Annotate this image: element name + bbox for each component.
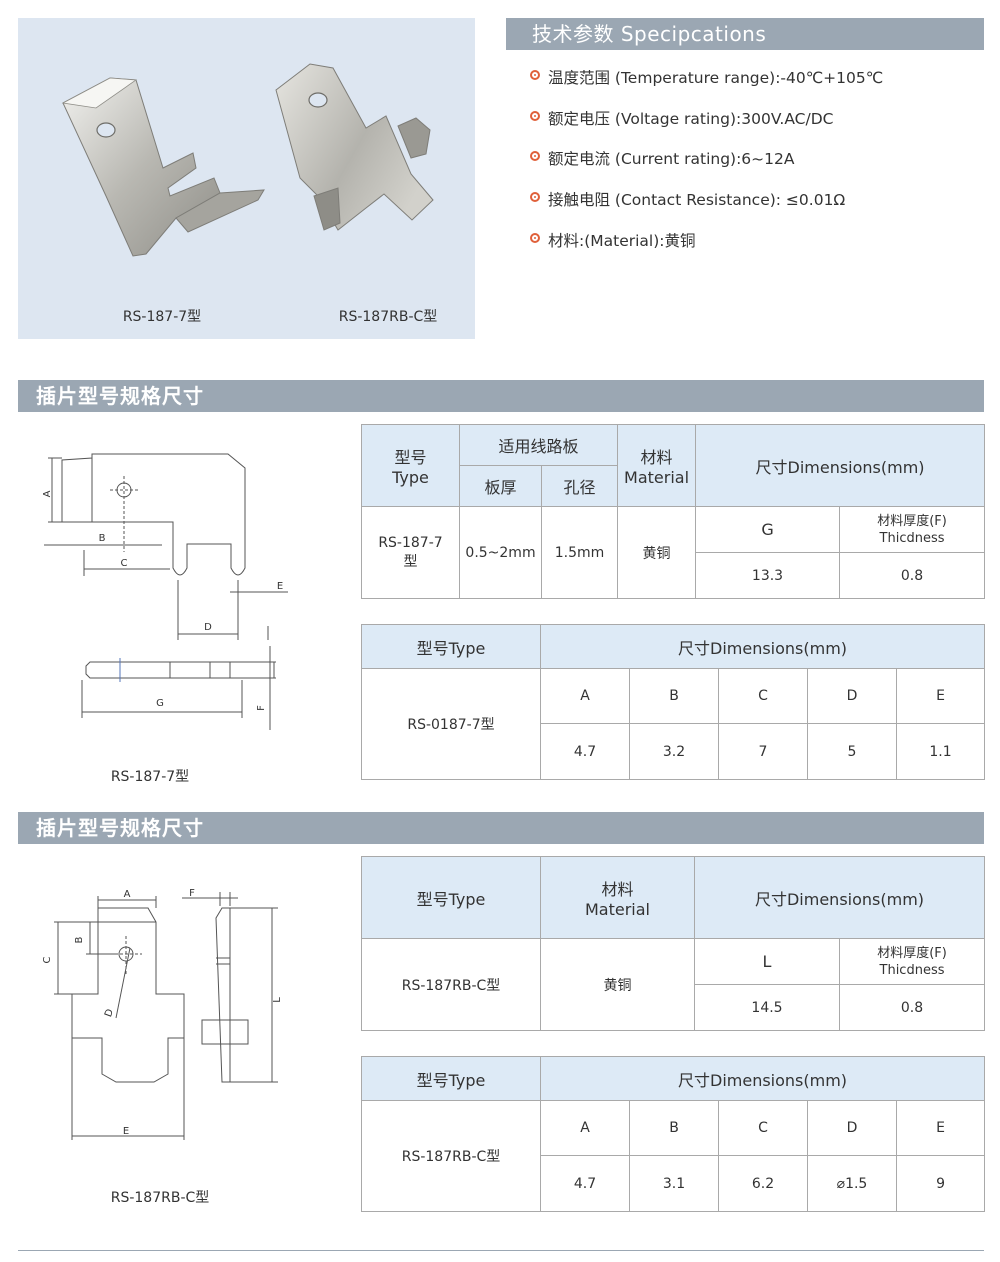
t3-model: RS-187RB-C型 xyxy=(361,938,541,1031)
t2-col-d: D xyxy=(807,668,897,724)
dim2-label-d: D xyxy=(103,1007,116,1018)
t3-f-value: 0.8 xyxy=(838,984,986,1031)
t4-val-e: 9 xyxy=(895,1155,986,1212)
rs187rb-c-technical-drawing: A B C D E F L xyxy=(42,888,283,1140)
t4-col-e: E xyxy=(895,1100,986,1156)
dim-label-a: A xyxy=(42,490,53,497)
t3-header-dims: 尺寸Dimensions(mm) xyxy=(693,856,986,939)
bullet-icon xyxy=(530,110,540,121)
section1-title-bar: 插片型号规格尺寸 xyxy=(18,380,984,412)
t1-header-board: 适用线路板 xyxy=(458,424,619,466)
t1-header-hole: 孔径 xyxy=(540,465,619,507)
rs187-7-technical-drawing: A B C D E G F xyxy=(42,453,288,730)
dim-label-e: E xyxy=(277,581,283,592)
section2-drawing-caption: RS-187RB-C型 xyxy=(110,1190,210,1206)
t1-material: 黄铜 xyxy=(617,506,697,599)
t1-model: RS-187-7 型 xyxy=(361,506,460,599)
spec-item-voltage: 额定电压 (Voltage rating):300V.AC/DC xyxy=(530,107,990,148)
product-photo-panel: RS-187-7型 RS-187RB-C型 xyxy=(18,18,475,339)
terminal-rs187-7-photo xyxy=(61,77,265,257)
photo-caption-right: RS-187RB-C型 xyxy=(338,309,438,325)
t4-model: RS-187RB-C型 xyxy=(361,1100,541,1212)
t4-col-d: D xyxy=(807,1100,897,1156)
dim-label-g: G xyxy=(156,698,164,709)
specs-list: 温度范围 (Temperature range):-40℃+105℃ 额定电压 … xyxy=(530,66,990,269)
t4-col-c: C xyxy=(718,1100,808,1156)
t2-model: RS-0187-7型 xyxy=(361,668,541,780)
section2-title: 插片型号规格尺寸 xyxy=(36,816,204,840)
section2-table1: 型号Type 材料 Material 尺寸Dimensions(mm) RS-1… xyxy=(361,856,986,1031)
t1-header-dims: 尺寸Dimensions(mm) xyxy=(695,424,986,507)
t2-col-a: A xyxy=(540,668,630,724)
t1-f-value: 0.8 xyxy=(839,552,986,599)
t3-l-value: 14.5 xyxy=(694,984,840,1031)
product-photos xyxy=(61,63,434,257)
dim2-label-b: B xyxy=(74,936,85,943)
t4-val-d: ⌀1.5 xyxy=(807,1155,897,1212)
t4-val-b: 3.1 xyxy=(629,1155,719,1212)
bullet-icon xyxy=(530,70,540,80)
specs-title-bar: 技术参数 Specipcations xyxy=(506,18,984,50)
t2-val-e: 1.1 xyxy=(895,723,986,780)
t1-f-header: 材料厚度(F) Thicdness xyxy=(839,506,986,553)
t3-f-header: 材料厚度(F) Thicdness xyxy=(838,938,986,985)
t4-header-model: 型号Type xyxy=(361,1056,541,1101)
t3-material: 黄铜 xyxy=(540,938,695,1031)
t2-val-d: 5 xyxy=(807,723,897,780)
t4-col-a: A xyxy=(540,1100,630,1156)
t4-header-dims: 尺寸Dimensions(mm) xyxy=(539,1056,986,1101)
bullet-icon xyxy=(530,151,540,162)
bullet-icon xyxy=(530,232,540,243)
t2-header-model: 型号Type xyxy=(361,624,541,669)
t4-val-a: 4.7 xyxy=(540,1155,630,1212)
spec-item-material: 材料:(Material):黄铜 xyxy=(530,229,990,270)
section2-drawing: A B C D E F L xyxy=(30,878,330,1168)
t1-g-header: G xyxy=(695,506,841,553)
section2-table2: 型号Type 尺寸Dimensions(mm) RS-187RB-C型 A B … xyxy=(361,1056,986,1212)
t3-l-header: L xyxy=(694,938,840,985)
dim2-label-e: E xyxy=(123,1126,129,1137)
spec-item-temperature: 温度范围 (Temperature range):-40℃+105℃ xyxy=(530,66,990,107)
dim-label-d: D xyxy=(204,622,212,633)
t2-header-dims: 尺寸Dimensions(mm) xyxy=(539,624,986,669)
section1-table1: 型号 Type 适用线路板 材料 Material 尺寸Dimensions(m… xyxy=(361,424,986,599)
t1-thickness: 0.5~2mm xyxy=(459,506,542,599)
t2-col-e: E xyxy=(895,668,986,724)
dim-label-b: B xyxy=(99,533,106,544)
dim2-label-a: A xyxy=(124,889,131,900)
t4-col-b: B xyxy=(629,1100,719,1156)
t4-val-c: 6.2 xyxy=(718,1155,808,1212)
bullet-icon xyxy=(530,192,540,203)
section1-title: 插片型号规格尺寸 xyxy=(36,384,204,408)
section1-table2: 型号Type 尺寸Dimensions(mm) RS-0187-7型 A B C… xyxy=(361,624,986,780)
dim-label-c: C xyxy=(121,558,128,569)
dim2-label-l: L xyxy=(272,997,283,1003)
spec-item-resistance: 接触电阻 (Contact Resistance): ≤0.01Ω xyxy=(530,188,990,229)
t1-header-thickness: 板厚 xyxy=(459,465,542,507)
footer-divider xyxy=(18,1250,984,1251)
photo-caption-left: RS-187-7型 xyxy=(122,309,202,325)
t2-col-b: B xyxy=(629,668,719,724)
t2-col-c: C xyxy=(718,668,808,724)
dim-label-f: F xyxy=(256,705,267,711)
section1-drawing: A B C D E G F xyxy=(30,440,330,740)
dim2-label-f: F xyxy=(189,888,195,899)
section1-drawing-caption: RS-187-7型 xyxy=(110,769,190,785)
t2-val-a: 4.7 xyxy=(540,723,630,780)
section2-title-bar: 插片型号规格尺寸 xyxy=(18,812,984,844)
dim2-label-c: C xyxy=(42,956,53,963)
t1-header-material: 材料 Material xyxy=(617,424,697,507)
t3-header-material: 材料 Material xyxy=(540,856,695,939)
t1-hole: 1.5mm xyxy=(540,506,619,599)
t1-header-model: 型号 Type xyxy=(361,424,460,507)
t2-val-b: 3.2 xyxy=(629,723,719,780)
t1-g-value: 13.3 xyxy=(695,552,841,599)
spec-item-current: 额定电流 (Current rating):6~12A xyxy=(530,147,990,188)
terminal-rs187rb-c-photo xyxy=(275,63,434,231)
t3-header-model: 型号Type xyxy=(361,856,541,939)
t2-val-c: 7 xyxy=(718,723,808,780)
